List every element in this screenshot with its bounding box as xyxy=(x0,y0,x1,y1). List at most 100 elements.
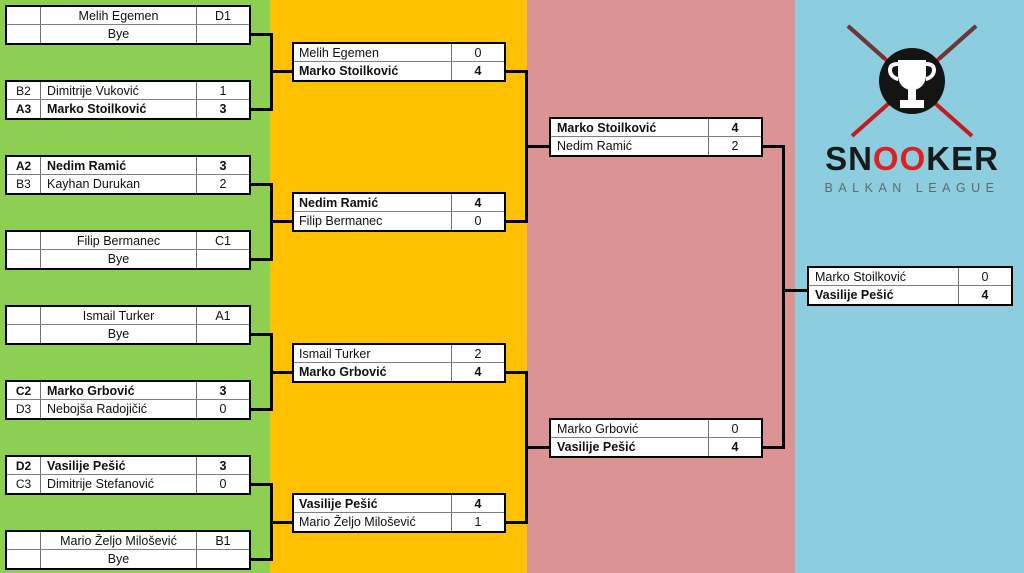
match-row[interactable]: Ismail Turker 2 xyxy=(294,345,504,363)
match-row[interactable]: A2 Nedim Ramić 3 xyxy=(7,157,249,175)
match-row[interactable]: Filip Bermanec 0 xyxy=(294,212,504,230)
score-value: 0 xyxy=(474,214,482,228)
seed-label xyxy=(7,532,41,549)
score-value: 4 xyxy=(474,195,482,210)
connector-line xyxy=(504,371,528,374)
player-name: Nedim Ramić xyxy=(294,194,452,211)
player-name: Marko Grbović xyxy=(41,382,197,399)
match-row[interactable]: Nedim Ramić 4 xyxy=(294,194,504,212)
match-row[interactable]: Marko Stoilković 4 xyxy=(294,62,504,80)
match-row[interactable]: A3 Marko Stoilković 3 xyxy=(7,100,249,118)
score-value: 0 xyxy=(219,402,227,416)
match-row[interactable]: Vasilije Pešić 4 xyxy=(809,286,1011,304)
logo-word-part1: SN xyxy=(825,140,873,177)
player-name: Ismail Turker xyxy=(294,345,452,362)
match-r1-m4[interactable]: Filip Bermanec C1 Bye xyxy=(5,230,251,270)
connector-line xyxy=(270,521,294,524)
match-r2-m1[interactable]: Melih Egemen 0 Marko Stoilković 4 xyxy=(292,42,506,82)
score-value: C1 xyxy=(215,233,231,248)
seed-label: B2 xyxy=(7,82,41,99)
match-r1-m2[interactable]: B2 Dimitrije Vuković 1 A3 Marko Stoilkov… xyxy=(5,80,251,120)
connector-line xyxy=(525,145,550,148)
seed-label: D2 xyxy=(7,457,41,474)
score-value xyxy=(197,550,249,568)
player-name: Ismail Turker xyxy=(41,307,197,324)
seed-label xyxy=(7,25,41,43)
match-row[interactable]: Marko Grbović 0 xyxy=(551,420,761,438)
player-name: Marko Grbović xyxy=(551,420,709,437)
match-row[interactable]: D2 Vasilije Pešić 3 xyxy=(7,457,249,475)
score-value: 0 xyxy=(474,45,482,60)
player-name: Melih Egemen xyxy=(294,44,452,61)
match-row[interactable]: Marko Stoilković 0 xyxy=(809,268,1011,286)
match-row[interactable]: C3 Dimitrije Stefanović 0 xyxy=(7,475,249,493)
match-row[interactable]: Vasilije Pešić 4 xyxy=(551,438,761,456)
match-row[interactable]: Vasilije Pešić 4 xyxy=(294,495,504,513)
connector-line xyxy=(782,289,808,292)
player-name: Nedim Ramić xyxy=(551,137,709,155)
connector-line xyxy=(270,70,294,73)
match-sf-m2[interactable]: Marko Grbović 0 Vasilije Pešić 4 xyxy=(549,418,763,458)
match-row[interactable]: B3 Kayhan Durukan 2 xyxy=(7,175,249,193)
match-r2-m2[interactable]: Nedim Ramić 4 Filip Bermanec 0 xyxy=(292,192,506,232)
match-row[interactable]: Melih Egemen 0 xyxy=(294,44,504,62)
match-r1-m6[interactable]: C2 Marko Grbović 3 D3 Nebojša Radojičić … xyxy=(5,380,251,420)
match-row[interactable]: Marko Stoilković 4 xyxy=(551,119,761,137)
player-name: Filip Bermanec xyxy=(41,232,197,249)
match-r1-m5[interactable]: Ismail Turker A1 Bye xyxy=(5,305,251,345)
match-r1-m7[interactable]: D2 Vasilije Pešić 3 C3 Dimitrije Stefano… xyxy=(5,455,251,495)
match-row[interactable]: Ismail Turker A1 xyxy=(7,307,249,325)
score-value: 4 xyxy=(731,440,739,454)
match-row[interactable]: Bye xyxy=(7,250,249,268)
match-row[interactable]: D3 Nebojša Radojičić 0 xyxy=(7,400,249,418)
score-value: 4 xyxy=(981,288,989,302)
match-row[interactable]: B2 Dimitrije Vuković 1 xyxy=(7,82,249,100)
logo-word-oo: OO xyxy=(872,140,927,177)
seed-label xyxy=(7,550,41,568)
match-row[interactable]: Nedim Ramić 2 xyxy=(551,137,761,155)
player-name: Marko Grbović xyxy=(294,363,452,381)
match-row[interactable]: Bye xyxy=(7,25,249,43)
connector-line xyxy=(504,70,528,73)
seed-label: A2 xyxy=(7,157,41,174)
connector-line xyxy=(249,183,273,186)
score-value: D1 xyxy=(215,8,231,23)
match-row[interactable]: Melih Egemen D1 xyxy=(7,7,249,25)
score-value: A1 xyxy=(215,308,231,323)
seed-label: A3 xyxy=(7,100,41,118)
score-value: 2 xyxy=(731,139,739,153)
seed-label xyxy=(7,250,41,268)
score-value: 4 xyxy=(474,365,482,379)
match-row[interactable]: Mario Željo Milošević 1 xyxy=(294,513,504,531)
match-row[interactable]: Bye xyxy=(7,325,249,343)
match-row[interactable]: C2 Marko Grbović 3 xyxy=(7,382,249,400)
match-row[interactable]: Filip Bermanec C1 xyxy=(7,232,249,250)
score-value: 2 xyxy=(474,346,482,361)
match-r1-m1[interactable]: Melih Egemen D1 Bye xyxy=(5,5,251,45)
score-value xyxy=(197,325,249,343)
match-row[interactable]: Marko Grbović 4 xyxy=(294,363,504,381)
player-name: Marko Stoilković xyxy=(294,62,452,80)
player-name: Mario Željo Milošević xyxy=(294,513,452,531)
match-r2-m4[interactable]: Vasilije Pešić 4 Mario Željo Milošević 1 xyxy=(292,493,506,533)
player-name: Marko Stoilković xyxy=(809,268,959,285)
tournament-logo: SNOOKER BALKAN LEAGUE xyxy=(812,18,1012,218)
match-final[interactable]: Marko Stoilković 0 Vasilije Pešić 4 xyxy=(807,266,1013,306)
connector-line xyxy=(761,446,785,449)
match-r2-m3[interactable]: Ismail Turker 2 Marko Grbović 4 xyxy=(292,343,506,383)
match-row[interactable]: Bye xyxy=(7,550,249,568)
player-name: Bye xyxy=(41,325,197,343)
score-value: 4 xyxy=(474,496,482,511)
score-value: 2 xyxy=(219,177,227,191)
match-row[interactable]: Mario Željo Milošević B1 xyxy=(7,532,249,550)
connector-line xyxy=(504,521,528,524)
logo-wordmark: SNOOKER xyxy=(812,140,1012,178)
connector-line xyxy=(782,145,785,449)
match-r1-m3[interactable]: A2 Nedim Ramić 3 B3 Kayhan Durukan 2 xyxy=(5,155,251,195)
player-name: Kayhan Durukan xyxy=(41,175,197,193)
score-value: 0 xyxy=(731,421,739,436)
match-sf-m1[interactable]: Marko Stoilković 4 Nedim Ramić 2 xyxy=(549,117,763,157)
match-r1-m8[interactable]: Mario Željo Milošević B1 Bye xyxy=(5,530,251,570)
score-value: 1 xyxy=(474,515,482,529)
